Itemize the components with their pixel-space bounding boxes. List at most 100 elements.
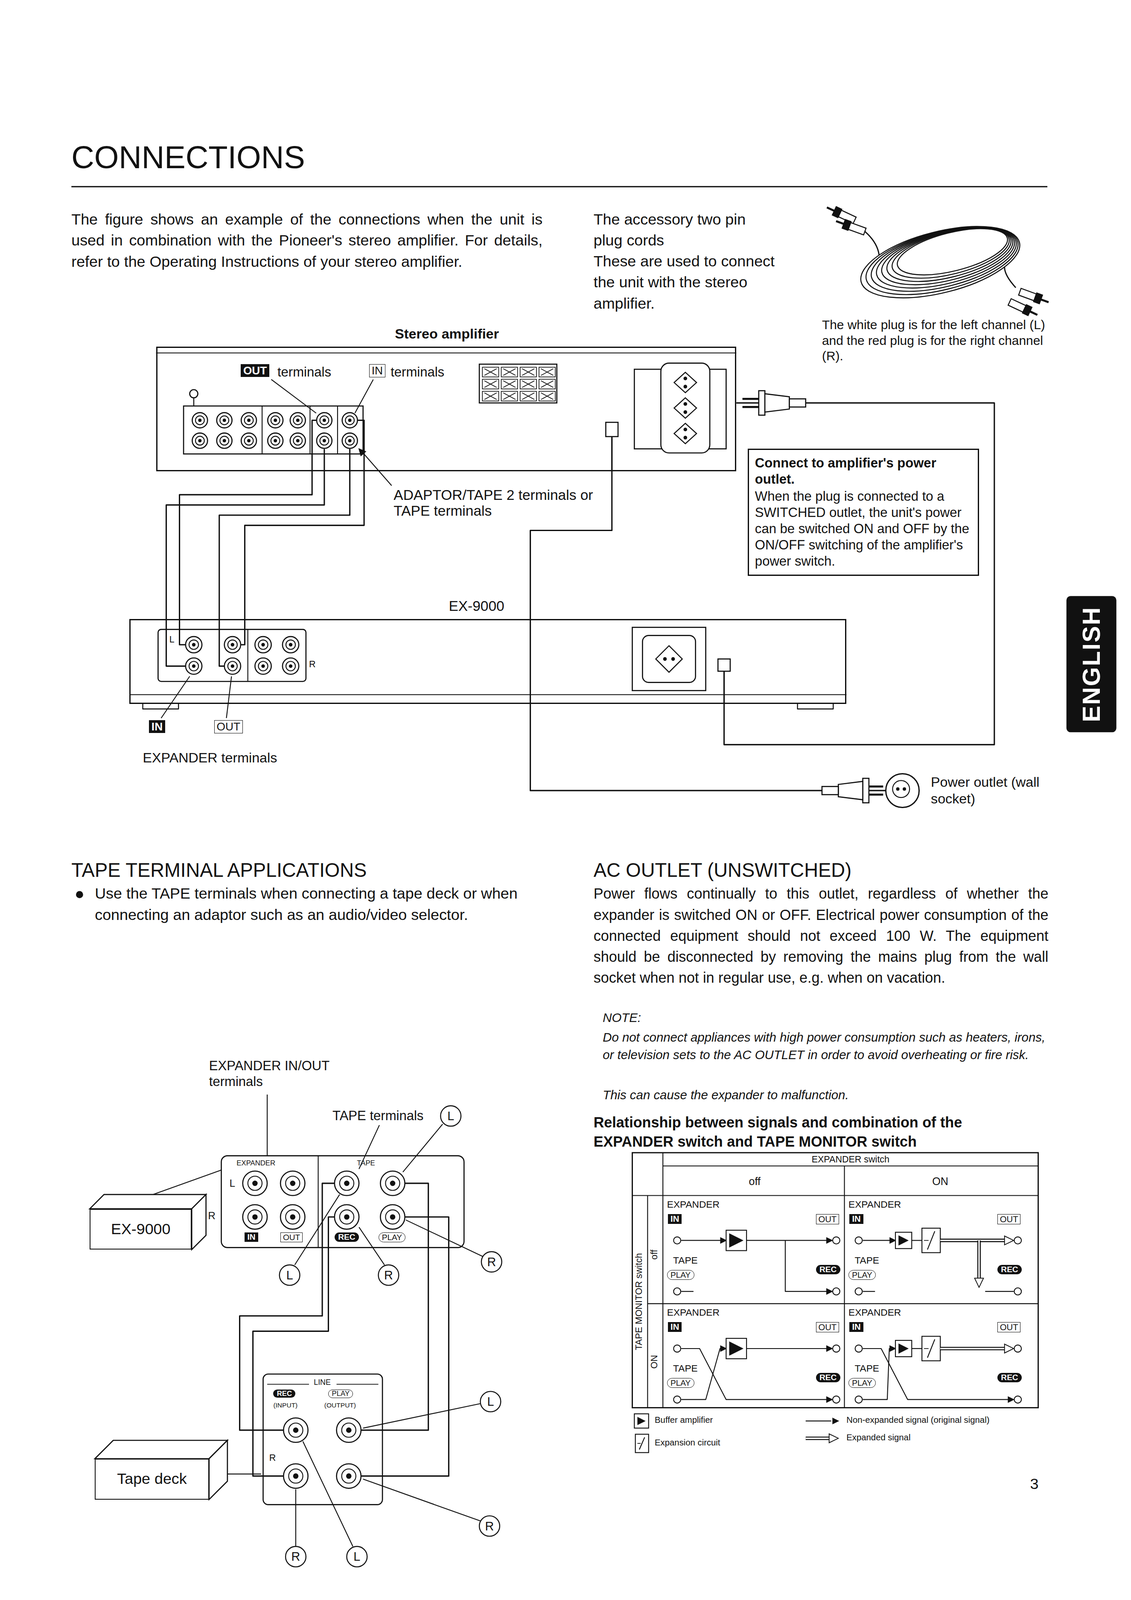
terminal-tag: IN bbox=[369, 364, 386, 378]
plug-prong bbox=[868, 786, 884, 795]
jack bbox=[247, 1209, 263, 1224]
jack bbox=[224, 657, 241, 674]
signal-cable bbox=[179, 419, 317, 645]
expander-housing: EX-9000 bbox=[129, 618, 847, 704]
label: TAPE bbox=[673, 1362, 698, 1374]
terminal bbox=[1014, 1344, 1022, 1353]
terminal-panel bbox=[263, 1373, 383, 1505]
plug bbox=[758, 390, 765, 415]
jack bbox=[271, 436, 280, 446]
label: (OUTPUT) bbox=[324, 1401, 356, 1410]
jack bbox=[319, 436, 329, 446]
rca-plug bbox=[1033, 292, 1043, 304]
jack bbox=[342, 432, 358, 449]
terminal bbox=[855, 1395, 863, 1403]
terminal-tag: REC bbox=[816, 1372, 841, 1382]
signal-line bbox=[911, 1347, 922, 1349]
jack bbox=[219, 436, 229, 446]
label: NOTE: bbox=[602, 1009, 642, 1025]
circled-letter bbox=[279, 1264, 301, 1286]
label: EXPANDER bbox=[848, 1306, 901, 1318]
jack bbox=[339, 1209, 354, 1224]
terminal-tag: OUT bbox=[214, 719, 243, 734]
jack bbox=[280, 1204, 305, 1229]
power-cord bbox=[611, 436, 613, 472]
speaker-terminal bbox=[484, 380, 497, 388]
cord-coil bbox=[859, 213, 1025, 308]
speaker-terminal bbox=[503, 392, 516, 400]
label: EXPANDER bbox=[848, 1198, 901, 1210]
legend-entry: Expanded signal bbox=[846, 1431, 911, 1443]
label: TAPE terminals bbox=[332, 1107, 424, 1124]
panel-line bbox=[129, 693, 847, 695]
legend-entry: Non-expanded signal (original signal) bbox=[846, 1414, 990, 1425]
legend-text: Expanded signal bbox=[846, 1432, 911, 1442]
signal-cable bbox=[240, 618, 245, 645]
jack bbox=[271, 415, 280, 425]
jack bbox=[345, 415, 355, 425]
jack bbox=[296, 418, 300, 423]
circled-letter bbox=[285, 1546, 307, 1567]
jack bbox=[346, 1427, 352, 1433]
signal-cable bbox=[219, 448, 350, 666]
node-label: EX-9000 bbox=[448, 597, 505, 616]
jack bbox=[346, 1472, 352, 1479]
terminal-tag: IN bbox=[667, 1321, 682, 1332]
jack bbox=[341, 1468, 356, 1483]
legend-entry: Buffer amplifier bbox=[654, 1414, 713, 1425]
expansion-circuit bbox=[921, 1335, 941, 1361]
node-label: EX-9000 bbox=[110, 1219, 171, 1239]
signal-line bbox=[681, 1239, 726, 1241]
jack bbox=[224, 636, 241, 653]
rca-plug bbox=[1007, 297, 1040, 320]
arrowhead bbox=[829, 1433, 839, 1443]
jack bbox=[227, 639, 238, 650]
terminal-tag: OUT bbox=[997, 1321, 1021, 1333]
terminal-panel bbox=[157, 629, 306, 682]
buffer-amplifier bbox=[725, 1230, 747, 1251]
table-grid bbox=[632, 1152, 1039, 1408]
arrowhead bbox=[826, 1288, 833, 1294]
jack bbox=[247, 418, 251, 423]
jack bbox=[316, 432, 333, 449]
jack bbox=[343, 1180, 350, 1187]
label: AC OUTLET (UNSWITCHED) bbox=[593, 858, 852, 882]
terminal-tag: PLAY bbox=[328, 1389, 353, 1398]
leader bbox=[294, 1194, 340, 1265]
expanded-signal bbox=[978, 1240, 980, 1280]
node-label: Connect to amplifier's power outlet. bbox=[754, 454, 972, 488]
jack bbox=[195, 415, 205, 425]
socket-hole bbox=[683, 384, 688, 389]
speaker-terminal bbox=[539, 367, 556, 377]
jack bbox=[319, 415, 329, 425]
jack bbox=[390, 1213, 396, 1220]
jack bbox=[198, 438, 202, 443]
jack bbox=[336, 1417, 362, 1442]
terminal-tag: OUT bbox=[997, 1213, 1021, 1225]
label: Use the TAPE terminals when connecting a… bbox=[94, 883, 544, 926]
buffer-amplifier bbox=[895, 1232, 912, 1249]
terminal-panel bbox=[183, 405, 364, 454]
jack bbox=[261, 642, 265, 647]
jack bbox=[283, 1417, 308, 1442]
terminal-panel bbox=[221, 1155, 465, 1248]
label: TAPE TERMINAL APPLICATIONS bbox=[71, 858, 367, 882]
terminal-tag: ENGLISH bbox=[1066, 595, 1117, 732]
panel-divider bbox=[247, 629, 249, 682]
expanded-signal bbox=[940, 1239, 1005, 1241]
terminal bbox=[673, 1344, 681, 1353]
arrowhead bbox=[1008, 1396, 1014, 1402]
label: (INPUT) bbox=[273, 1401, 298, 1410]
leader bbox=[405, 1219, 484, 1257]
cord bbox=[1004, 267, 1016, 288]
terminal-tag: REC bbox=[997, 1372, 1022, 1382]
label: TAPE MONITOR switch bbox=[633, 1252, 645, 1350]
jack bbox=[282, 636, 299, 653]
signal-cable bbox=[357, 419, 365, 471]
terminal-tag: PLAY bbox=[667, 1269, 695, 1280]
rca-plug bbox=[826, 207, 834, 211]
signal-line bbox=[805, 1420, 832, 1422]
cord-coil bbox=[876, 216, 1019, 296]
jack bbox=[185, 636, 202, 653]
